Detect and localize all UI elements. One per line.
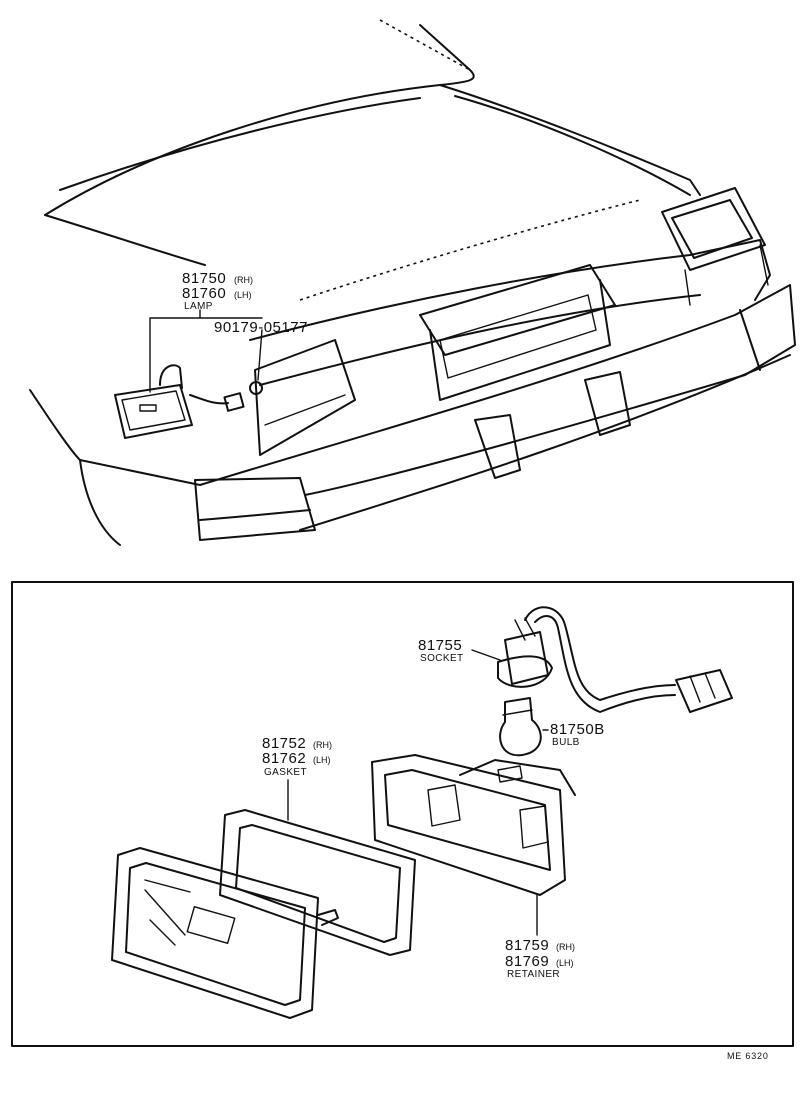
car-front-illustration bbox=[29, 19, 796, 546]
hood-crease bbox=[59, 97, 421, 191]
fender-line bbox=[29, 389, 201, 486]
bulb-name: BULB bbox=[552, 737, 580, 748]
lamp-assembly bbox=[114, 364, 263, 439]
fascia-top bbox=[249, 239, 771, 341]
bulb-part: 81750B bbox=[550, 721, 605, 738]
socket-flange bbox=[497, 655, 553, 688]
detail-frame bbox=[11, 581, 794, 1047]
lens-screw bbox=[317, 909, 339, 926]
bumper-top bbox=[199, 284, 796, 496]
lens-outer bbox=[111, 847, 319, 1019]
retainer-suffix-lh: (LH) bbox=[556, 958, 574, 968]
hood-side-inner bbox=[454, 95, 691, 196]
headlamp-inner bbox=[671, 199, 753, 259]
lamp-suffix-lh: (LH) bbox=[234, 290, 252, 300]
hood-hidden-line bbox=[299, 199, 641, 301]
bumper-guard-left bbox=[474, 414, 521, 479]
socket-part: 81755 bbox=[418, 637, 462, 654]
retainer-suffix-rh: (RH) bbox=[556, 942, 575, 952]
retainer-window-right bbox=[519, 805, 549, 849]
gasket-suffix-lh: (LH) bbox=[313, 755, 331, 765]
lens-inner bbox=[125, 862, 306, 1006]
bulb-glass bbox=[499, 697, 542, 757]
socket-name: SOCKET bbox=[420, 653, 464, 664]
bumper-end-right bbox=[739, 309, 761, 371]
bumper-bottom bbox=[299, 354, 791, 531]
lamp-lens bbox=[121, 390, 186, 431]
bumper-end-left bbox=[194, 477, 316, 541]
nut-leader bbox=[257, 329, 263, 381]
grille-body bbox=[429, 279, 611, 401]
gasket-part-lh: 81762 bbox=[262, 750, 306, 767]
lamp-wire bbox=[189, 394, 229, 405]
lamp-socket-upper bbox=[159, 364, 183, 389]
grille-outer bbox=[419, 264, 616, 356]
retainer-part-rh: 81759 bbox=[505, 937, 549, 954]
socket-wire bbox=[524, 606, 676, 701]
bulb-base-line bbox=[502, 709, 533, 716]
gasket-part-rh: 81752 bbox=[262, 735, 306, 752]
lamp-suffix-rh: (RH) bbox=[234, 275, 253, 285]
nut-part: 90179-05177 bbox=[214, 319, 308, 336]
socket-wire-2 bbox=[534, 615, 676, 713]
retainer-inner bbox=[384, 769, 551, 871]
socket-assembly bbox=[497, 606, 733, 713]
lamp-connector bbox=[223, 392, 245, 412]
lamp-housing bbox=[114, 384, 193, 439]
retainer-window-left bbox=[427, 784, 461, 827]
lamp-part-lh: 81760 bbox=[182, 285, 226, 302]
socket-leader bbox=[471, 649, 501, 661]
nut bbox=[249, 381, 263, 395]
hood-lower-left bbox=[44, 214, 206, 266]
lamp-leader bbox=[149, 309, 263, 393]
wheel-arch bbox=[79, 459, 121, 546]
fog-recess bbox=[254, 339, 356, 456]
retainer-name: RETAINER bbox=[507, 969, 560, 980]
lens-texture bbox=[144, 879, 191, 946]
bulb bbox=[499, 697, 542, 757]
lamp-lens-mark bbox=[139, 404, 157, 412]
hood-side-edge bbox=[439, 84, 701, 196]
wire-connector-ribs bbox=[689, 672, 716, 703]
fog-recess-line bbox=[264, 394, 346, 426]
headlamp-outer bbox=[661, 187, 766, 271]
windshield-line bbox=[379, 19, 471, 71]
fascia-mid bbox=[259, 294, 701, 386]
retainer-part-lh: 81769 bbox=[505, 953, 549, 970]
retainer-top-flange bbox=[459, 759, 576, 796]
gasket-inner bbox=[235, 824, 401, 943]
retainer-tab bbox=[497, 765, 523, 783]
bumper-strip bbox=[199, 509, 311, 521]
socket-terminals bbox=[514, 617, 536, 641]
retainer bbox=[371, 754, 576, 896]
wire-connector bbox=[675, 669, 733, 713]
bumper-guard-right bbox=[584, 371, 631, 436]
hood-front-edge bbox=[44, 24, 475, 216]
gasket-name: GASKET bbox=[264, 767, 307, 778]
retainer-outer bbox=[371, 754, 566, 896]
lamp-name: LAMP bbox=[184, 301, 213, 312]
gasket-suffix-rh: (RH) bbox=[313, 740, 332, 750]
gasket bbox=[219, 809, 416, 956]
headlamp-frame bbox=[684, 244, 769, 306]
lens-panel bbox=[186, 906, 236, 944]
grille-inner bbox=[439, 294, 597, 379]
gasket-outer bbox=[219, 809, 416, 956]
figure-code: ME 6320 bbox=[727, 1051, 769, 1061]
lens bbox=[111, 847, 339, 1019]
lamp-part-rh: 81750 bbox=[182, 270, 226, 287]
